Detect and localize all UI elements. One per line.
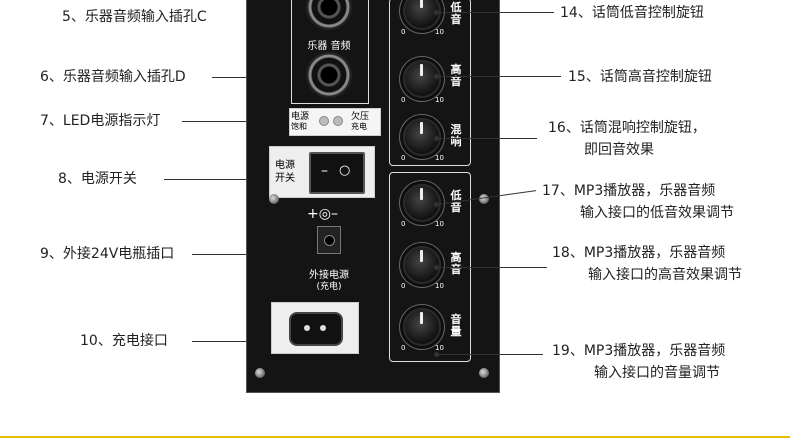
label-mic-reverb-2: 即回音效果 xyxy=(584,142,654,158)
dc-input-port[interactable] xyxy=(317,226,341,254)
label-mp3-treble-2: 输入接口的高音效果调节 xyxy=(588,267,742,283)
leader-mic-reverb xyxy=(437,138,537,139)
label-mic-treble: 15、话筒高音控制旋钮 xyxy=(568,69,712,85)
mic-bass-knob[interactable] xyxy=(403,0,441,30)
label-mic-bass: 14、话筒低音控制旋钮 xyxy=(560,5,704,21)
label-mp3-bass-1: 17、MP3播放器，乐器音频 xyxy=(542,183,716,199)
switch-off-mark: – xyxy=(321,163,328,179)
led-right-top: 欠压 xyxy=(351,112,370,122)
mic-bass-max: 10 xyxy=(435,28,444,36)
mp3-bass-min: 0 xyxy=(401,220,406,228)
screw-top-left xyxy=(269,194,279,204)
label-mp3-volume-1: 19、MP3播放器，乐器音频 xyxy=(552,343,726,359)
label-mic-reverb-1: 16、话筒混响控制旋钮， xyxy=(548,120,706,136)
mic-treble-min: 0 xyxy=(401,96,406,104)
led-left-bottom: 饱和 xyxy=(291,122,307,131)
leader-mic-treble xyxy=(437,76,561,77)
led-right-bottom: 充电 xyxy=(351,122,367,131)
mic-bass-label: 低音 xyxy=(450,1,462,26)
screw-bottom-right xyxy=(479,368,489,378)
switch-on-mark: ○ xyxy=(339,163,351,178)
label-led: 7、LED电源指示灯 xyxy=(40,113,161,129)
mp3-volume-max: 10 xyxy=(435,344,444,352)
dot-mic-treble xyxy=(434,74,439,79)
label-power-switch: 8、电源开关 xyxy=(58,171,137,187)
label-charge-port: 10、充电接口 xyxy=(80,333,168,349)
label-mp3-volume-2: 输入接口的音量调节 xyxy=(594,365,720,381)
mp3-treble-min: 0 xyxy=(401,282,406,290)
mic-treble-max: 10 xyxy=(435,96,444,104)
leader-mp3-volume xyxy=(437,354,543,355)
led-left-top: 电源 xyxy=(291,112,310,122)
mic-treble-knob[interactable] xyxy=(403,60,441,98)
led-charge-light xyxy=(333,116,343,126)
mp3-volume-knob[interactable] xyxy=(403,308,441,346)
mp3-bass-label: 低音 xyxy=(450,189,462,214)
mic-reverb-min: 0 xyxy=(401,154,406,162)
mic-bass-min: 0 xyxy=(401,28,406,36)
mic-reverb-max: 10 xyxy=(435,154,444,162)
bottom-divider xyxy=(0,436,790,438)
mic-treble-label: 高音 xyxy=(450,63,462,88)
power-rocker-switch[interactable]: – ○ xyxy=(309,152,365,194)
led-power-light xyxy=(319,116,329,126)
dc-label: 外接电源 xyxy=(309,270,349,281)
mp3-bass-max: 10 xyxy=(435,220,444,228)
leader-power-switch xyxy=(164,179,318,180)
screw-bottom-left xyxy=(255,368,265,378)
mp3-volume-label: 音量 xyxy=(450,313,462,338)
dot-mp3-treble xyxy=(434,265,439,270)
speaker-back-panel: 乐器 音频 电源 饱和 欠压 充电 电源 开关 – ○ +◎– 外接电源 (充电… xyxy=(246,0,500,393)
ac-charge-socket[interactable] xyxy=(289,312,343,346)
label-mp3-bass-2: 输入接口的低音效果调节 xyxy=(580,205,734,221)
leader-mic-bass xyxy=(437,12,554,13)
mp3-volume-min: 0 xyxy=(401,344,406,352)
dot-mic-reverb xyxy=(434,136,439,141)
mp3-treble-max: 10 xyxy=(435,282,444,290)
label-jack-c: 5、乐器音频输入插孔C xyxy=(62,9,207,25)
led-strip xyxy=(289,108,381,136)
jack-group-frame xyxy=(291,0,369,104)
dot-mic-bass xyxy=(434,10,439,15)
mp3-treble-label: 高音 xyxy=(450,251,462,276)
switch-label-top: 电源 xyxy=(275,160,295,171)
dc-sub-label: (充电) xyxy=(316,282,342,292)
screw-top-right xyxy=(479,194,489,204)
dc-polarity-symbol: +◎– xyxy=(307,206,338,222)
switch-label-bottom: 开关 xyxy=(275,173,295,184)
mic-knob-group xyxy=(389,0,471,166)
mic-reverb-label: 混响 xyxy=(450,123,462,148)
dot-mp3-volume xyxy=(434,352,439,357)
leader-mp3-treble xyxy=(437,267,547,268)
dot-mp3-bass xyxy=(434,202,439,207)
label-battery-port: 9、外接24V电瓶插口 xyxy=(40,246,175,262)
label-jack-d: 6、乐器音频输入插孔D xyxy=(40,69,186,85)
audio-jack-d[interactable] xyxy=(306,52,352,98)
jack-group-label: 乐器 音频 xyxy=(307,41,351,52)
label-mp3-treble-1: 18、MP3播放器，乐器音频 xyxy=(552,245,726,261)
